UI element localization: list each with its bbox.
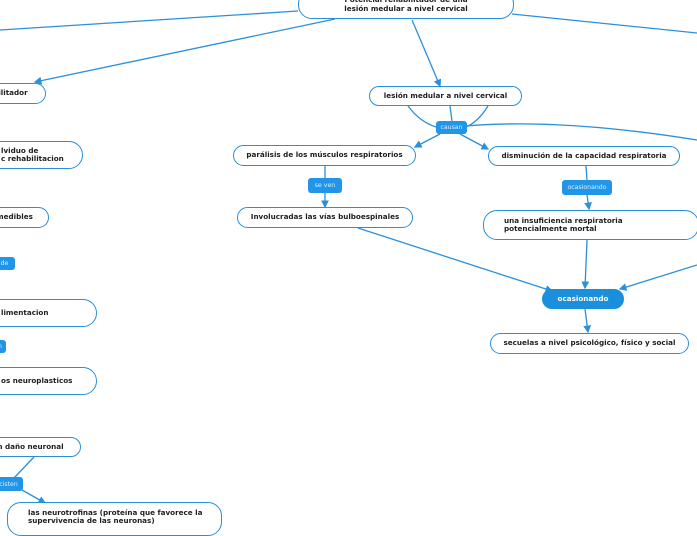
edge-dism-ocas (585, 165, 588, 181)
node-insuficiencia[interactable]: una insuficiencia respiratoria potencial… (483, 210, 697, 240)
node-disminucion[interactable]: disminución de la capacidad respiratoria (488, 146, 680, 166)
edge-root-left (0, 10, 299, 31)
edge-causan-right (465, 123, 697, 141)
edge-ocas-insuf (584, 194, 592, 211)
edge-lesion-causan (407, 105, 437, 128)
edge-right-ocasionando (618, 264, 697, 291)
connector-layer (0, 10, 697, 504)
node-dano-neuronal[interactable]: n daño neuronal (0, 437, 81, 457)
node-rehabilitador[interactable]: ilitador (0, 83, 46, 104)
node-ocasionando[interactable]: ocasionando (542, 289, 624, 309)
label-causan[interactable]: causan (436, 121, 467, 134)
edge-lesion-causan-3 (449, 105, 453, 122)
edge-root-rehab (33, 18, 336, 85)
edge-dano-existen (13, 456, 35, 479)
node-secuelas[interactable]: secuelas a nivel psicológico, físico y s… (490, 333, 689, 354)
node-paralisis[interactable]: parálisis de los músculos respiratorios (233, 145, 416, 166)
edge-root-right (511, 13, 697, 34)
node-medibles[interactable]: medibles (0, 207, 49, 228)
node-lesion[interactable]: lesión medular a nivel cervical (369, 86, 522, 106)
node-alimentacion[interactable]: limentacion (0, 299, 97, 327)
node-neuroplasticos[interactable]: os neuroplasticos (0, 367, 97, 395)
edge-insuf-ocasionando (581, 239, 590, 290)
label-de[interactable]: de (0, 257, 15, 270)
label-ocasionando[interactable]: ocasionando (562, 180, 612, 195)
edge-ocasionando-secuelas (583, 308, 592, 334)
root-node[interactable]: Potencial rehabilitador de una lesión me… (298, 0, 514, 19)
edge-vias-ocasionando (357, 227, 554, 293)
node-vias[interactable]: Involucradas las vías bulboespinales (237, 207, 413, 228)
node-neurotrofinas[interactable]: las neurotrofinas (proteína que favorece… (7, 502, 222, 536)
label-n[interactable]: n (0, 340, 6, 353)
edge-causan-disminucion (459, 133, 490, 150)
edge-root-lesion (411, 19, 442, 88)
label-existen[interactable]: cisten (0, 477, 23, 491)
edge-causan-paralisis (413, 133, 441, 148)
edge-lesion-causan-2 (465, 105, 489, 128)
edge-existen-neuro (21, 489, 47, 504)
label-se-ven[interactable]: se ven (308, 178, 342, 193)
node-individuo[interactable]: lviduo de c rehabilitacion (0, 141, 83, 169)
